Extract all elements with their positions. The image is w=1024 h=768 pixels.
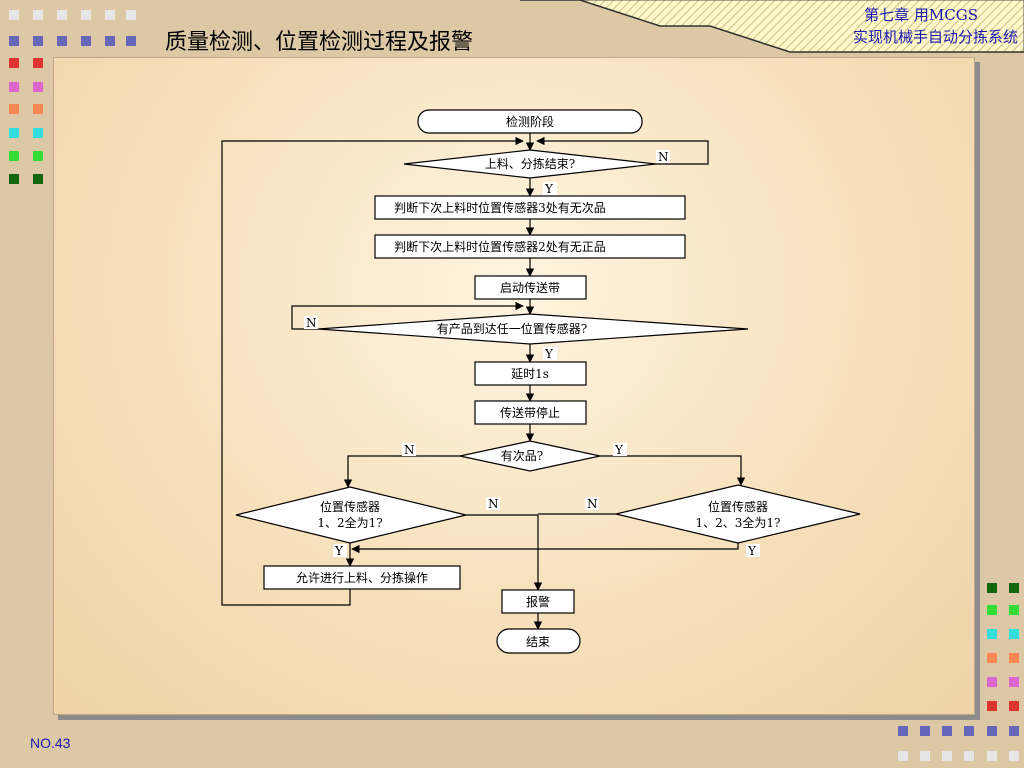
process-start-conveyor-label: 启动传送带 [500, 280, 560, 295]
decision-finished-label: 上料、分拣结束? [485, 156, 575, 171]
d3-no-label: N [404, 443, 415, 457]
decision-sensors-1-2-3-line2: 1、2、3全为1? [696, 515, 781, 530]
start-label: 检测阶段 [506, 114, 554, 129]
process-delay-label: 延时1s [511, 367, 549, 381]
d2-yes-label: Y [544, 347, 554, 361]
end-label: 结束 [526, 635, 550, 649]
process-allow-loading-label: 允许进行上料、分拣操作 [296, 570, 428, 585]
chapter-line-1: 第七章 用MCGS [864, 6, 978, 24]
chapter-header: 第七章 用MCGS 实现机械手自动分拣系统 [853, 4, 1018, 48]
decision-sensors-1-2-line1: 位置传感器 [320, 499, 380, 514]
decor-squares-top-left [0, 0, 150, 200]
d2-no-label: N [306, 316, 317, 330]
header-banner-decoration [520, 0, 1024, 53]
chapter-line-2: 实现机械手自动分拣系统 [852, 28, 1018, 46]
d4-yes-label: Y [334, 544, 344, 558]
process-check-sensor2-label: 判断下次上料时位置传感器2处有无正品 [394, 239, 606, 254]
decision-defective-label: 有次品? [501, 449, 543, 463]
process-stop-conveyor-label: 传送带停止 [500, 405, 560, 420]
d4-no-label: N [488, 497, 499, 511]
d1-no-label: N [658, 150, 669, 164]
page-number: NO.43 [30, 735, 71, 751]
decision-product-arrived-label: 有产品到达任一位置传感器? [437, 321, 587, 336]
decision-sensors-1-2-3 [615, 484, 861, 544]
slide-title: 质量检测、位置检测过程及报警 [165, 30, 474, 55]
d3-yes-label: Y [614, 443, 624, 457]
decision-sensors-1-2-3-line1: 位置传感器 [708, 499, 768, 514]
decor-squares-bottom-right [880, 575, 1024, 768]
d5-no-label: N [587, 497, 598, 511]
decision-sensors-1-2 [235, 486, 467, 544]
decision-sensors-1-2-line2: 1、2全为1? [317, 515, 382, 530]
process-alarm-label: 报警 [526, 594, 550, 609]
d5-yes-label: Y [747, 544, 757, 558]
process-check-sensor3-label: 判断下次上料时位置传感器3处有无次品 [394, 200, 606, 215]
decision-product-arrived [317, 313, 749, 345]
process-allow-loading [263, 565, 461, 590]
end-terminal [496, 628, 581, 654]
d1-yes-label: Y [544, 182, 554, 196]
